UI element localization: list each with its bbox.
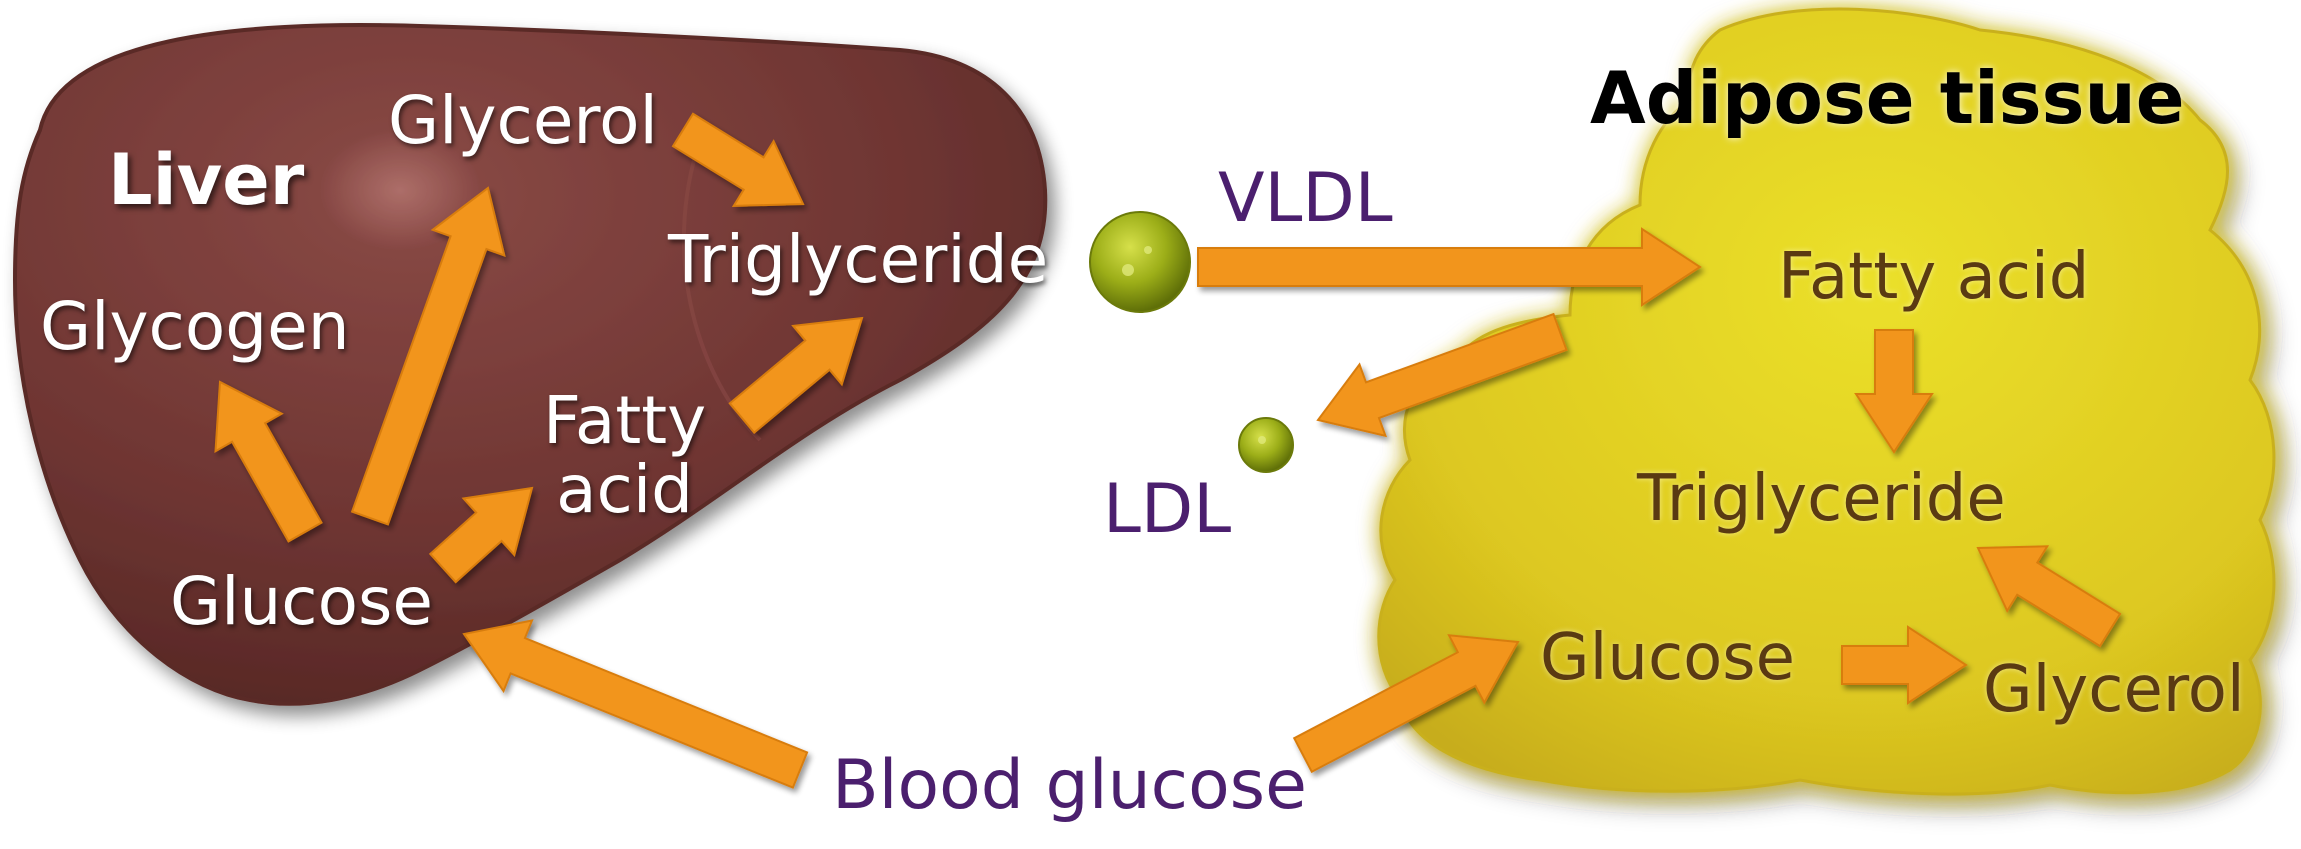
arrow-liver-glucose-to-glycerol bbox=[350, 186, 506, 526]
liver-glycerol-label: Glycerol bbox=[388, 82, 658, 159]
liver-triglyceride-label: Triglyceride bbox=[668, 221, 1049, 298]
ldl-label: LDL bbox=[1103, 470, 1232, 549]
lipoprotein-vldl-icon bbox=[1089, 211, 1191, 313]
arrow-vldl-to-adipose bbox=[1197, 227, 1702, 307]
arrow-liver-glucose-to-fatty-acid bbox=[428, 486, 534, 584]
liver-glucose-label: Glucose bbox=[170, 563, 433, 640]
liver-fatty-acid-line1: Fatty bbox=[543, 382, 707, 459]
arrow-blood-glucose-to-liver bbox=[462, 619, 809, 789]
lipoprotein-ldl-icon bbox=[1238, 417, 1294, 473]
blood-glucose-label: Blood glucose bbox=[832, 746, 1307, 825]
arrow-adipose-fatty-acid-to-triglyceride bbox=[1854, 329, 1934, 454]
arrow-liver-fatty-acid-to-triglyceride bbox=[728, 316, 864, 435]
adipose-glucose-label: Glucose bbox=[1540, 621, 1795, 695]
arrow-blood-glucose-to-adipose bbox=[1292, 634, 1520, 774]
liver-title: Liver bbox=[108, 139, 305, 221]
arrow-liver-glycerol-to-triglyceride bbox=[671, 112, 805, 207]
liver-fatty-acid-line2: acid bbox=[556, 451, 694, 529]
liver-glycogen-label: Glycogen bbox=[40, 288, 350, 365]
adipose-title: Adipose tissue bbox=[1590, 56, 2185, 140]
arrow-adipose-glycerol-to-triglyceride bbox=[1976, 545, 2122, 648]
arrow-adipose-to-ldl bbox=[1316, 312, 1568, 438]
arrow-adipose-glucose-to-glycerol bbox=[1841, 625, 1968, 705]
arrow-liver-glucose-to-glycogen bbox=[214, 380, 323, 543]
adipose-fatty-acid-label: Fatty acid bbox=[1778, 240, 2090, 314]
adipose-glycerol-label: Glycerol bbox=[1983, 653, 2245, 727]
liver-fatty-acid-label: Fatty acid bbox=[543, 386, 706, 525]
adipose-triglyceride-label: Triglyceride bbox=[1637, 462, 2006, 536]
vldl-label: VLDL bbox=[1218, 159, 1393, 238]
